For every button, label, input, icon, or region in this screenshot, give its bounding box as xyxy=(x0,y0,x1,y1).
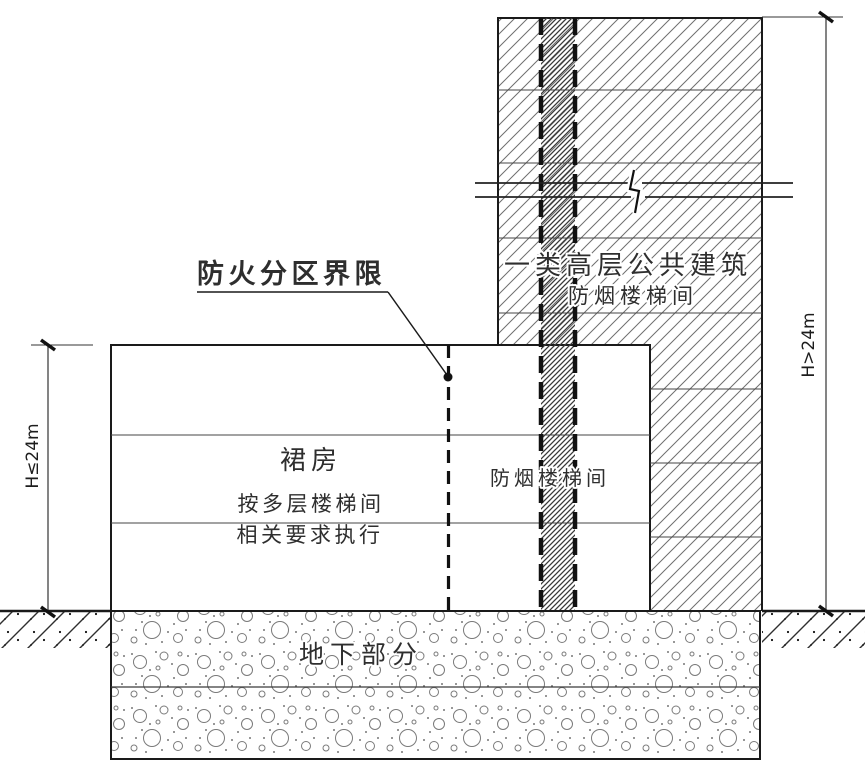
fire-boundary-label: 防火分区界限 xyxy=(197,259,386,290)
podium-name-label: 裙房 xyxy=(280,446,342,476)
basement-block xyxy=(110,610,761,760)
podium-staircase-label: 防烟楼梯间 xyxy=(490,466,610,490)
staircase-shaft xyxy=(541,18,575,610)
tower-staircase-label: 防烟楼梯间 xyxy=(568,284,698,308)
right-dimension: H>24m xyxy=(762,10,843,618)
leader-dot xyxy=(443,372,453,382)
dimension-tick-icon xyxy=(39,605,57,619)
ground-hatch-right xyxy=(762,612,865,648)
tower-lower-hatch xyxy=(650,345,762,611)
dimension-tick-icon xyxy=(817,604,835,618)
ground-hatch-left xyxy=(0,612,110,648)
tower-block-outline xyxy=(497,17,763,611)
dimension-tick-icon xyxy=(39,338,57,352)
basement-label: 地下部分 xyxy=(299,640,423,669)
tower-building-label: 一类高层公共建筑 xyxy=(504,251,752,281)
podium-note-line1: 按多层楼梯间 xyxy=(238,492,385,516)
staircase-shaft-walls xyxy=(538,18,578,610)
break-zigzag-icon xyxy=(628,169,641,214)
right-dimension-label: H>24m xyxy=(799,312,819,377)
fire-boundary-leader xyxy=(197,291,453,382)
ground-left xyxy=(0,609,111,660)
left-dimension-label: H≤24m xyxy=(23,423,43,488)
podium-note-line2: 相关要求执行 xyxy=(237,523,384,547)
break-line xyxy=(475,169,793,214)
ground-right xyxy=(762,609,865,660)
dimension-tick-icon xyxy=(817,10,835,24)
left-dimension: H≤24m xyxy=(23,338,93,619)
